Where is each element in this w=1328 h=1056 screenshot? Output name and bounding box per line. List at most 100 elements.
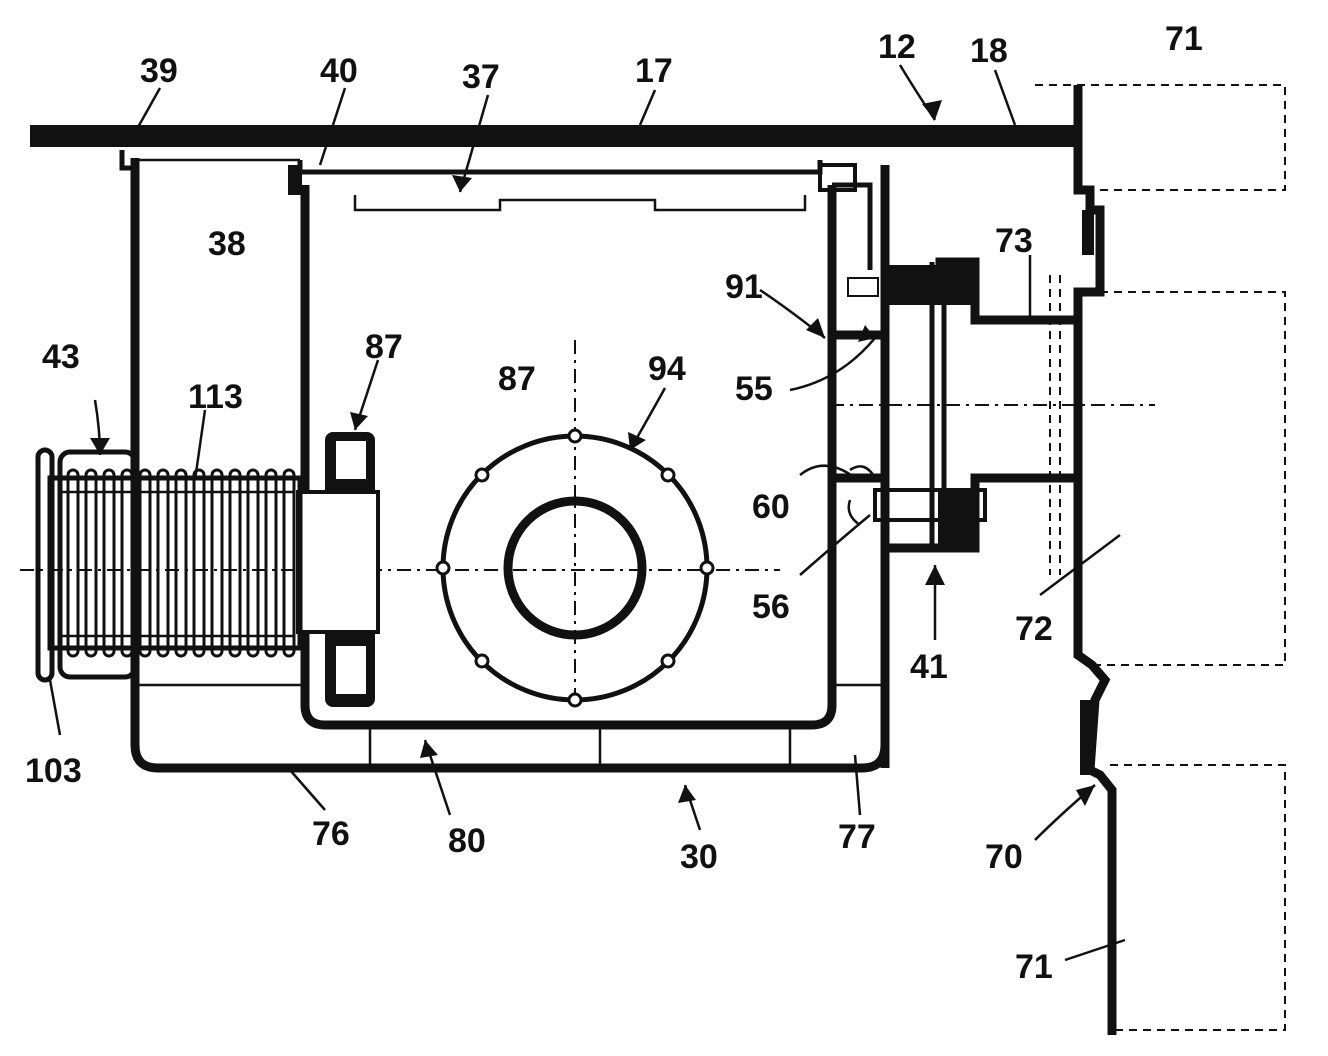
hose-rib	[282, 468, 296, 658]
label-70: 70	[985, 838, 1023, 876]
label-76: 76	[312, 815, 350, 853]
label-18: 18	[970, 32, 1008, 70]
drain-lug-4	[660, 653, 676, 669]
outlet-lower-wall	[827, 473, 1078, 553]
arrow-94	[628, 432, 646, 450]
floor-plate-17	[30, 125, 1080, 147]
drain-body-94	[435, 428, 715, 708]
label-113: 113	[188, 378, 243, 416]
corrugated-hose-113	[47, 468, 303, 658]
side-inlet-thread-bottom	[334, 644, 368, 696]
label-43: 43	[42, 338, 80, 376]
inner-box-rim-right	[832, 182, 873, 270]
label-91: 91	[725, 268, 763, 306]
label-30: 30	[680, 838, 718, 876]
leader-39	[126, 87, 162, 146]
arrow-91	[806, 318, 825, 338]
coupling-55-inner	[847, 277, 879, 297]
label-40: 40	[320, 52, 358, 90]
grate-frame	[297, 160, 823, 175]
grate-right-clamp	[818, 163, 857, 192]
arrow-80	[420, 740, 438, 758]
arrow-41	[925, 565, 945, 585]
arrow-30	[678, 785, 696, 803]
leader-71-bottom	[1064, 938, 1126, 962]
arrow-87-top	[350, 412, 368, 430]
drain-lug-8	[474, 467, 490, 483]
leader-113	[193, 409, 207, 481]
inner-box-80	[300, 185, 837, 730]
reference-numerals: 39 40 37 17 12 18 71 38 73 91 87 87 94 5…	[25, 20, 1203, 986]
arrow-55	[858, 325, 875, 342]
label-38: 38	[208, 225, 246, 263]
arrow-43	[90, 438, 110, 455]
label-72: 72	[1015, 610, 1053, 648]
label-39: 39	[140, 52, 178, 90]
hose-rib	[264, 468, 278, 658]
label-77: 77	[838, 818, 876, 856]
label-73: 73	[995, 222, 1033, 260]
label-71-bottom: 71	[1015, 948, 1053, 986]
drain-lug-1	[567, 428, 583, 444]
label-41: 41	[910, 648, 948, 686]
leader-37	[458, 94, 490, 193]
leader-55	[789, 337, 876, 392]
leader-40	[318, 87, 347, 166]
hose-rib	[66, 468, 80, 658]
drain-lug-5	[567, 692, 583, 708]
hose-end-103	[35, 447, 55, 683]
drain-lug-2	[660, 467, 676, 483]
grate-37	[353, 195, 807, 212]
arrowheads	[90, 100, 1095, 806]
hose-rib	[192, 468, 206, 658]
hose-rib	[84, 468, 98, 658]
hose-fitting-43	[57, 449, 138, 680]
arrow-12	[922, 100, 942, 120]
seal-60-lower	[847, 499, 861, 527]
label-17: 17	[635, 52, 673, 90]
label-94: 94	[648, 350, 686, 388]
label-87-top: 87	[365, 328, 403, 366]
leader-103	[48, 679, 62, 736]
label-87-mid: 87	[498, 360, 536, 398]
label-80: 80	[448, 822, 486, 860]
leader-56	[799, 514, 871, 576]
side-inlet-87	[296, 432, 380, 707]
leader-76	[289, 769, 326, 811]
leader-60	[799, 464, 856, 479]
wall-panel-top-outline	[1035, 84, 1286, 191]
drain-inner-ring	[503, 496, 647, 640]
side-inlet-thread-top	[334, 439, 368, 481]
leader-18	[993, 69, 1017, 126]
seal-60	[849, 465, 877, 479]
floor-plate-bar	[30, 125, 1080, 147]
hose-rib	[210, 468, 224, 658]
label-55: 55	[735, 370, 773, 408]
drain-lug-3	[699, 560, 715, 576]
arrow-37	[452, 175, 472, 192]
label-71-top: 71	[1165, 20, 1203, 58]
outlet-pipe-41	[827, 257, 1080, 553]
leader-72	[1039, 534, 1121, 596]
leader-77	[853, 754, 862, 816]
hose-rib	[174, 468, 188, 658]
drain-lug-6	[474, 653, 490, 669]
hose-rib	[120, 468, 134, 658]
label-103: 103	[25, 752, 82, 790]
wall-joint-upper	[1082, 210, 1094, 255]
wall-panels	[1035, 84, 1286, 1031]
side-inlet-sleeve	[296, 490, 380, 634]
hose-rib	[102, 468, 116, 658]
label-37: 37	[462, 58, 500, 96]
label-60: 60	[752, 488, 790, 526]
leader-17	[638, 89, 657, 126]
drain-lug-7	[435, 560, 451, 576]
hose-rib	[228, 468, 242, 658]
hose-rib	[138, 468, 152, 658]
wall-panel-bottom-outline	[1110, 764, 1286, 1031]
arrow-70	[1076, 785, 1095, 806]
label-12: 12	[878, 28, 916, 66]
hose-rib	[246, 468, 260, 658]
